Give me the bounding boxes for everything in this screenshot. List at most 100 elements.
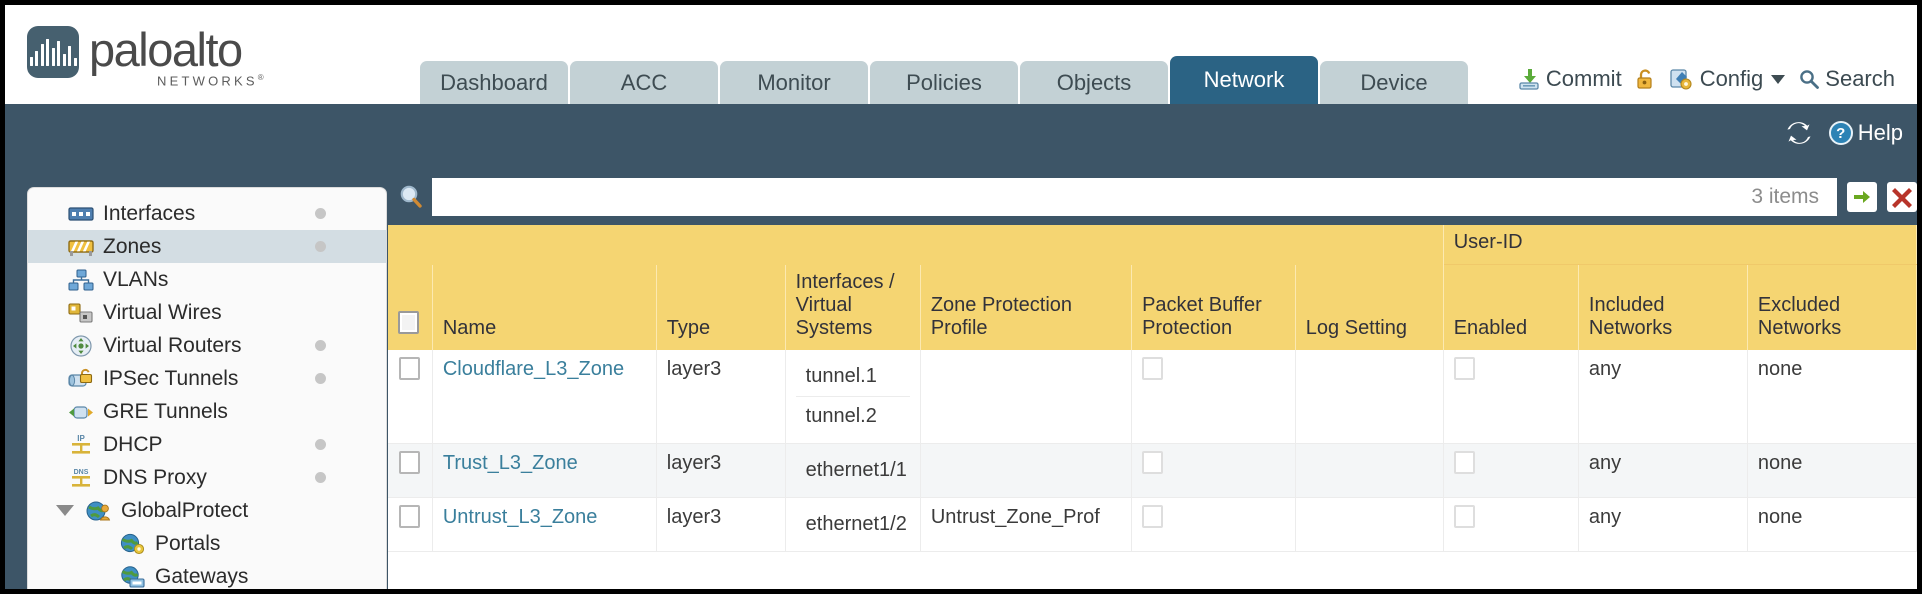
search-icon bbox=[1799, 69, 1820, 89]
packet-buffer-protection-checkbox[interactable] bbox=[1142, 504, 1164, 528]
cell-log-setting bbox=[1295, 497, 1444, 552]
column-header-included-networks[interactable]: Included Networks bbox=[1578, 264, 1748, 350]
table-row[interactable]: Trust_L3_Zone layer3 ethernet1/1 bbox=[388, 443, 1917, 498]
table-body: Cloudflare_L3_Zone layer3 tunnel.1 tunne… bbox=[388, 349, 1917, 552]
sidebar-item-dhcp[interactable]: IP DHCP bbox=[28, 428, 386, 461]
top-bar: paloalto NETWORKS® Dashboard ACC Monitor… bbox=[5, 5, 1917, 104]
sidebar-item-label: DHCP bbox=[103, 433, 163, 456]
row-select-checkbox[interactable] bbox=[399, 356, 421, 380]
status-dot bbox=[315, 373, 326, 384]
cell-name: Untrust_L3_Zone bbox=[432, 497, 657, 552]
cell-zone-protection-profile: Untrust_Zone_Prof bbox=[920, 497, 1133, 552]
cell-name: Trust_L3_Zone bbox=[432, 443, 657, 498]
sidebar-item-label: VLANs bbox=[103, 268, 169, 291]
dhcp-icon: IP bbox=[68, 434, 94, 456]
tab-monitor[interactable]: Monitor bbox=[720, 61, 868, 104]
sidebar-item-virtual-routers[interactable]: Virtual Routers bbox=[28, 329, 386, 362]
tab-label: Network bbox=[1203, 67, 1285, 92]
sidebar-item-label: Gateways bbox=[155, 565, 249, 588]
cell-zone-protection-profile bbox=[920, 443, 1133, 498]
row-select-cell bbox=[388, 497, 433, 552]
tab-device[interactable]: Device bbox=[1320, 61, 1468, 104]
sidebar-item-vlans[interactable]: VLANs bbox=[28, 263, 386, 296]
search-button[interactable]: Search bbox=[1799, 66, 1895, 92]
column-header-type[interactable]: Type bbox=[656, 264, 786, 350]
column-header-zone-protection-profile[interactable]: Zone Protection Profile bbox=[920, 264, 1133, 350]
row-select-cell bbox=[388, 349, 433, 444]
select-all-checkbox[interactable] bbox=[398, 310, 419, 334]
select-all-header bbox=[388, 264, 433, 350]
table-row[interactable]: Cloudflare_L3_Zone layer3 tunnel.1 tunne… bbox=[388, 349, 1917, 444]
cell-log-setting bbox=[1295, 349, 1444, 444]
row-select-checkbox[interactable] bbox=[399, 504, 421, 528]
tab-network[interactable]: Network bbox=[1170, 56, 1318, 104]
column-header-enabled[interactable]: Enabled bbox=[1443, 264, 1579, 350]
sidebar-item-label: GlobalProtect bbox=[121, 499, 249, 522]
config-wrench-icon bbox=[1670, 68, 1694, 90]
tab-objects[interactable]: Objects bbox=[1020, 61, 1168, 104]
group-header-spacer bbox=[388, 225, 1444, 265]
packet-buffer-protection-checkbox[interactable] bbox=[1142, 356, 1164, 380]
interface-entry: tunnel.2 bbox=[805, 404, 877, 427]
sidebar-item-portals[interactable]: Portals bbox=[28, 527, 386, 560]
sidebar-item-label: Virtual Wires bbox=[103, 301, 222, 324]
refresh-icon[interactable] bbox=[1785, 120, 1813, 146]
table-row[interactable]: Untrust_L3_Zone layer3 ethernet1/2 Untru… bbox=[388, 497, 1917, 552]
portals-icon bbox=[120, 533, 146, 555]
group-header-row: User-ID bbox=[388, 225, 1917, 265]
column-header-interfaces-virtual-systems[interactable]: Interfaces / Virtual Systems bbox=[785, 264, 921, 350]
zone-name-link[interactable]: Untrust_L3_Zone bbox=[442, 505, 598, 528]
cell-type: layer3 bbox=[656, 443, 786, 498]
userid-enabled-checkbox[interactable] bbox=[1453, 450, 1475, 474]
sidebar-item-zones[interactable]: Zones bbox=[28, 230, 386, 263]
column-header-excluded-networks[interactable]: Excluded Networks bbox=[1747, 264, 1917, 350]
config-label: Config bbox=[1699, 66, 1764, 91]
sidebar-item-gateways[interactable]: Gateways bbox=[28, 560, 386, 589]
tab-dashboard[interactable]: Dashboard bbox=[420, 61, 568, 104]
tab-policies[interactable]: Policies bbox=[870, 61, 1018, 104]
cell-zone-protection-profile bbox=[920, 349, 1133, 444]
commit-label: Commit bbox=[1545, 66, 1622, 91]
sidebar-item-ipsec-tunnels[interactable]: IPSec Tunnels bbox=[28, 362, 386, 395]
search-icon[interactable] bbox=[398, 184, 424, 210]
lock-icon[interactable] bbox=[1636, 68, 1656, 90]
status-dot bbox=[315, 472, 326, 483]
cell-excluded-networks: none bbox=[1747, 349, 1917, 444]
zone-name-link[interactable]: Trust_L3_Zone bbox=[442, 451, 578, 474]
sidebar-item-virtual-wires[interactable]: Virtual Wires bbox=[28, 296, 386, 329]
sidebar-item-gre-tunnels[interactable]: GRE Tunnels bbox=[28, 395, 386, 428]
sidebar-item-dns-proxy[interactable]: DNS DNS Proxy bbox=[28, 461, 386, 494]
config-dropdown[interactable]: Config bbox=[1670, 66, 1786, 92]
filter-input[interactable] bbox=[432, 178, 1837, 216]
band-actions: ? Help bbox=[1785, 120, 1903, 146]
brand-logo[interactable]: paloalto NETWORKS® bbox=[27, 23, 267, 88]
status-dot bbox=[315, 340, 326, 351]
apply-filter-button[interactable] bbox=[1847, 182, 1877, 212]
column-header-row: Name Type Interfaces / Virtual Systems Z… bbox=[388, 264, 1917, 350]
help-link[interactable]: ? Help bbox=[1828, 120, 1903, 146]
dns-proxy-icon: DNS bbox=[68, 467, 94, 489]
help-question-icon: ? bbox=[1828, 121, 1853, 145]
packet-buffer-protection-checkbox[interactable] bbox=[1142, 450, 1164, 474]
tab-label: Dashboard bbox=[440, 69, 548, 95]
clear-filter-button[interactable] bbox=[1887, 182, 1917, 212]
userid-enabled-checkbox[interactable] bbox=[1453, 356, 1475, 380]
left-sidebar-nav: Interfaces Zones bbox=[27, 187, 387, 589]
column-header-packet-buffer-protection[interactable]: Packet Buffer Protection bbox=[1131, 264, 1296, 350]
cell-excluded-networks: none bbox=[1747, 497, 1917, 552]
column-header-name[interactable]: Name bbox=[432, 264, 657, 350]
sidebar-item-label: Portals bbox=[155, 532, 221, 555]
interface-entry: ethernet1/1 bbox=[805, 458, 907, 481]
tree-collapse-caret-icon[interactable] bbox=[56, 505, 74, 516]
column-header-log-setting[interactable]: Log Setting bbox=[1295, 264, 1444, 350]
userid-enabled-checkbox[interactable] bbox=[1453, 504, 1475, 528]
sidebar-item-interfaces[interactable]: Interfaces bbox=[28, 197, 386, 230]
row-select-checkbox[interactable] bbox=[399, 450, 421, 474]
sidebar-item-globalprotect[interactable]: GlobalProtect bbox=[28, 494, 386, 527]
commit-button[interactable]: Commit bbox=[1518, 66, 1622, 92]
zones-icon bbox=[68, 236, 94, 258]
interface-entry: tunnel.1 bbox=[795, 357, 910, 397]
sidebar-item-label: Interfaces bbox=[103, 202, 196, 225]
zone-name-link[interactable]: Cloudflare_L3_Zone bbox=[442, 357, 625, 380]
tab-acc[interactable]: ACC bbox=[570, 61, 718, 104]
